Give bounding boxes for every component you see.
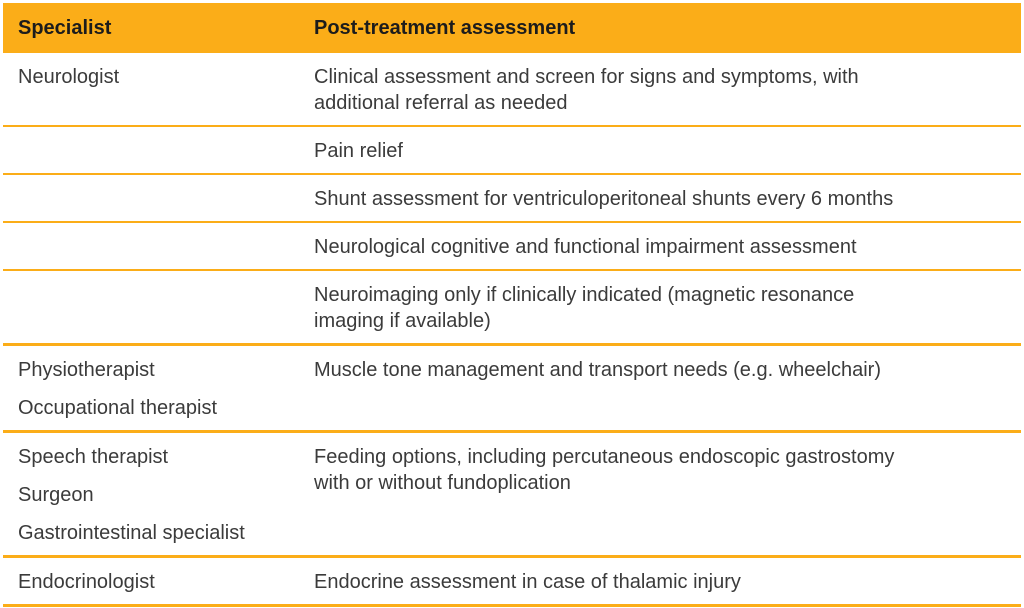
specialist-cell: Physiotherapist Occupational therapist [3, 346, 314, 430]
assessment-cell: Endocrine assessment in case of thalamic… [314, 571, 741, 593]
table-group-speech-therapist: Speech therapist Surgeon Gastrointestina… [3, 430, 1021, 555]
assessment-cell: Pain relief [314, 140, 403, 162]
specialist-cell-empty [3, 127, 314, 173]
specialist-name: Neurologist [18, 66, 120, 88]
assessment-cell: Feeding options, including percutaneous … [314, 446, 895, 494]
table-header-row: Specialist Post-treatment assessment [3, 3, 1021, 53]
assessment-cell: Shunt assessment for ventriculoperitonea… [314, 188, 894, 210]
specialist-cell: Speech therapist Surgeon Gastrointestina… [3, 433, 314, 555]
specialist-cell-empty [3, 223, 314, 269]
specialist-name: Occupational therapist [18, 397, 218, 419]
table-group-neurologist: Neurologist Clinical assessment and scre… [3, 53, 1021, 343]
table-row: Speech therapist Surgeon Gastrointestina… [3, 433, 1021, 555]
specialist-name: Surgeon [18, 484, 94, 506]
table-group-endocrinologist: Endocrinologist Endocrine assessment in … [3, 555, 1021, 604]
table-row: Pain relief [3, 125, 1021, 173]
assessment-cell: Neurological cognitive and functional im… [314, 236, 857, 258]
assessment-cell: Muscle tone management and transport nee… [314, 359, 881, 381]
assessment-cell: Clinical assessment and screen for signs… [314, 66, 859, 114]
table-row: Neurological cognitive and functional im… [3, 221, 1021, 269]
specialist-cell: Endocrinologist [3, 558, 314, 604]
table-group-physiotherapist: Physiotherapist Occupational therapist M… [3, 343, 1021, 430]
specialist-cell-empty [3, 271, 314, 343]
specialist-name: Endocrinologist [18, 571, 155, 593]
specialist-name: Gastrointestinal specialist [18, 522, 245, 544]
specialist-cell: Neurologist [3, 53, 314, 125]
specialist-name: Speech therapist [18, 446, 169, 468]
column-header-specialist: Specialist [18, 17, 112, 39]
assessment-table: Specialist Post-treatment assessment Neu… [3, 3, 1021, 607]
table-row: Neurologist Clinical assessment and scre… [3, 53, 1021, 125]
assessment-cell: Neuroimaging only if clinically indicate… [314, 284, 855, 332]
table-row: Neuroimaging only if clinically indicate… [3, 269, 1021, 343]
table-row: Physiotherapist Occupational therapist M… [3, 346, 1021, 430]
specialist-name: Physiotherapist [18, 359, 155, 381]
column-header-post-treatment-assessment: Post-treatment assessment [314, 17, 576, 39]
table-row: Shunt assessment for ventriculoperitonea… [3, 173, 1021, 221]
table-row: Endocrinologist Endocrine assessment in … [3, 558, 1021, 604]
specialist-cell-empty [3, 175, 314, 221]
